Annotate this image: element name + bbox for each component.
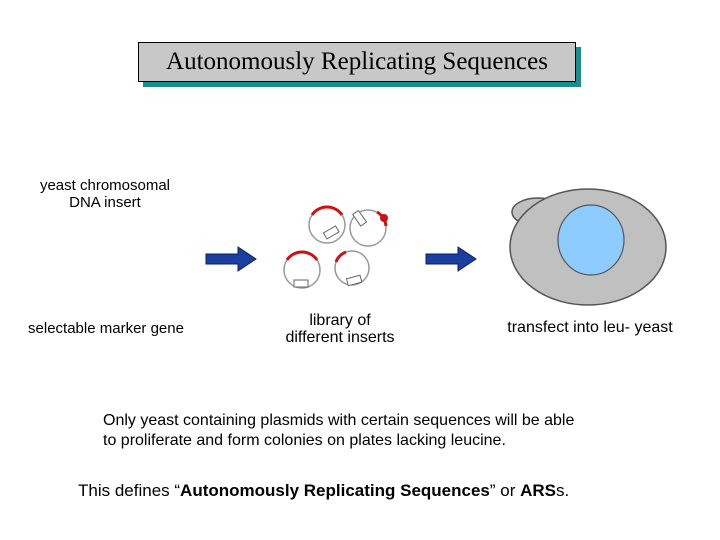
definition-middle: ” or	[489, 481, 521, 500]
plasmid-3	[283, 250, 321, 289]
plasmid-2	[349, 209, 388, 247]
transfect-label: transfect into leu- yeast	[507, 319, 673, 336]
note-paragraph: Only yeast containing plasmids with cert…	[103, 411, 574, 451]
definition-suffix: s.	[556, 481, 570, 500]
plasmid-4	[334, 250, 370, 287]
plasmid-library	[283, 205, 388, 289]
plasmid-1	[308, 205, 346, 244]
arrow-2-shape	[425, 246, 477, 272]
definition-abbrev: ARS	[520, 481, 557, 500]
arrow-1-shape	[205, 246, 257, 272]
insert-label: yeast chromosomal DNA insert	[30, 177, 180, 211]
definition-prefix: This defines “	[78, 481, 181, 500]
yeast-cell	[509, 188, 667, 306]
insert-label-line2: DNA insert	[69, 194, 141, 211]
arrow-2-icon	[425, 246, 477, 272]
yeast-nucleus	[557, 204, 625, 276]
definition-line: This defines “Autonomously Replicating S…	[78, 481, 569, 501]
note-line2: to proliferate and form colonies on plat…	[103, 432, 506, 449]
library-label-line1: library of	[309, 312, 371, 329]
library-label: library of different inserts	[270, 312, 410, 346]
definition-term: Autonomously Replicating Sequences	[180, 481, 490, 500]
note-line1: Only yeast containing plasmids with cert…	[103, 412, 575, 429]
page-title: Autonomously Replicating Sequences	[138, 42, 576, 82]
insert-label-line1: yeast chromosomal	[39, 177, 171, 194]
marker-label: selectable marker gene	[28, 320, 184, 337]
library-label-line2: different inserts	[285, 329, 395, 346]
arrow-1-icon	[205, 246, 257, 272]
